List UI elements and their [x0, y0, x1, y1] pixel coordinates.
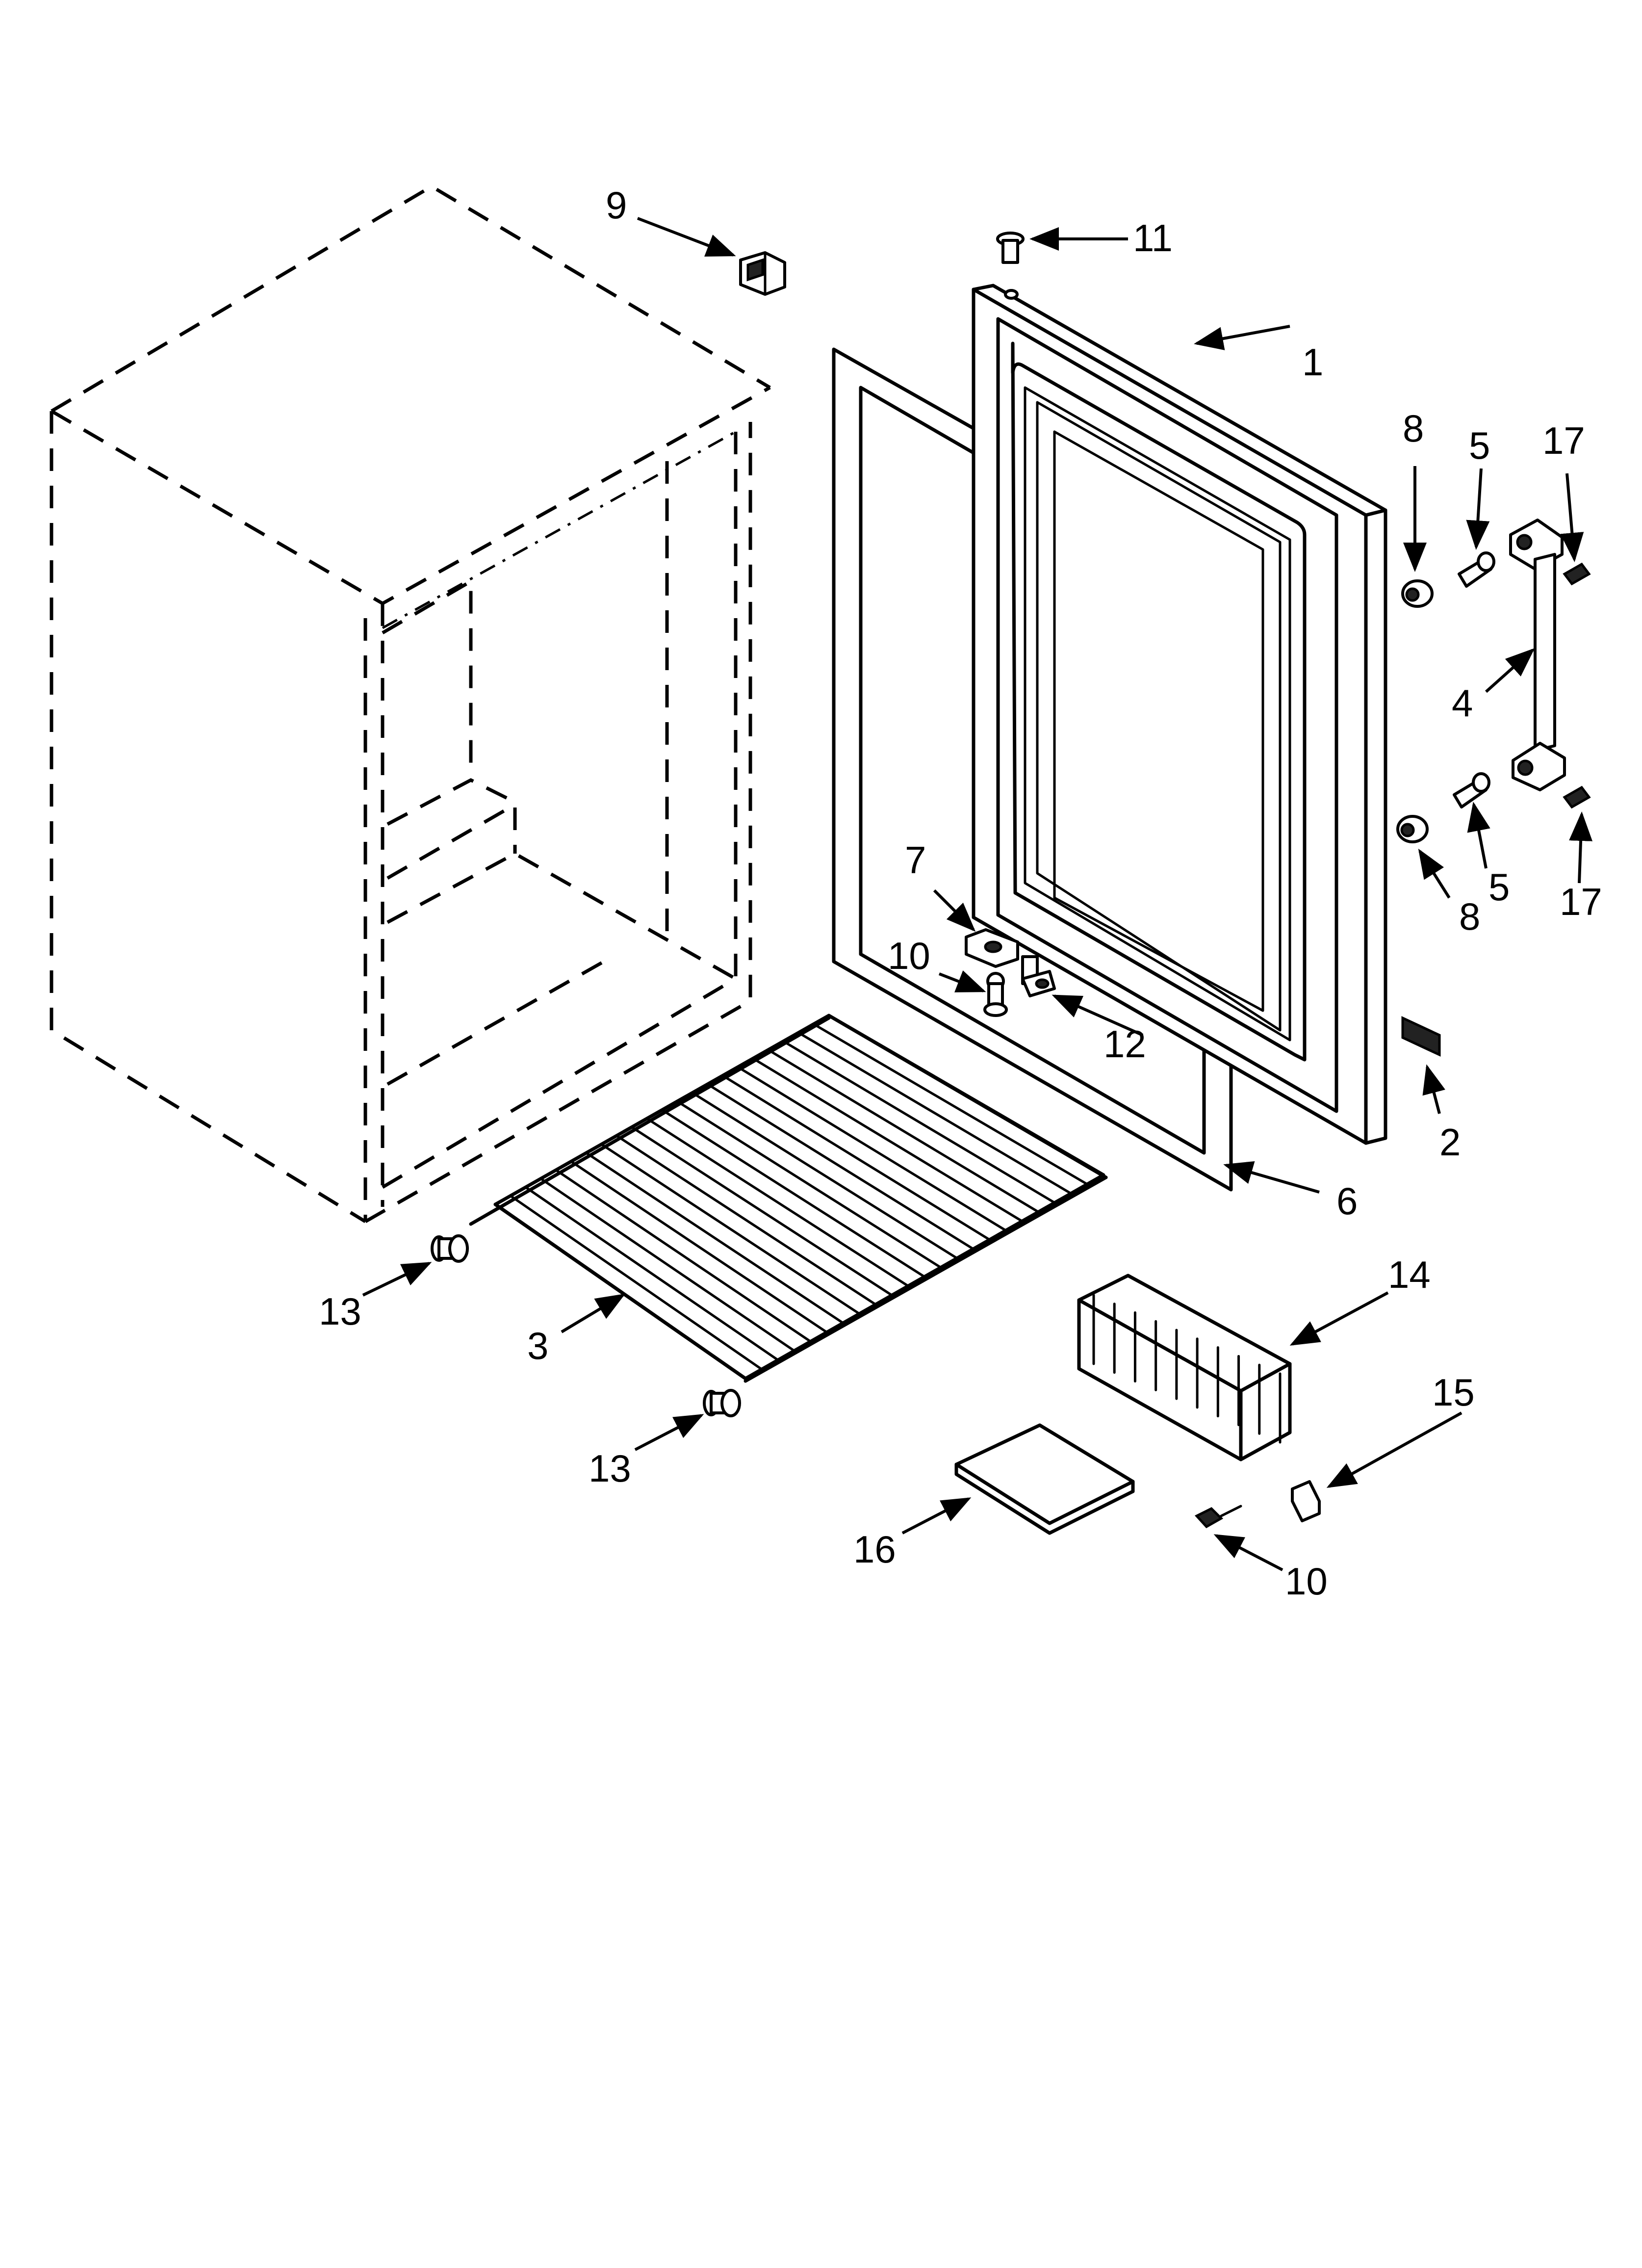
- shelf-support-left: [431, 1234, 469, 1263]
- handle-bumper-lower: [1396, 815, 1429, 843]
- callout-10-lower: 10: [1285, 1560, 1328, 1603]
- hinge-pin-bracket-part: [1021, 955, 1056, 997]
- bracket-screw-part: [983, 972, 1008, 1017]
- hinge-clip-part: [739, 251, 786, 296]
- callout-5-lower: 5: [1488, 865, 1510, 909]
- cabinet-outline: [50, 184, 771, 1224]
- callout-16: 16: [853, 1528, 896, 1571]
- callout-13-right: 13: [589, 1447, 631, 1490]
- callout-15: 15: [1432, 1371, 1475, 1414]
- set-screw-lower: [1563, 785, 1591, 809]
- callout-leaders: [362, 217, 1593, 1571]
- callout-17-upper: 17: [1542, 419, 1585, 462]
- callout-12: 12: [1103, 1022, 1146, 1066]
- callout-11: 11: [1133, 216, 1173, 260]
- basket-clip-part: [1291, 1480, 1321, 1522]
- callout-7: 7: [905, 838, 926, 882]
- clip-screw-part: [1194, 1505, 1242, 1529]
- callout-3: 3: [527, 1324, 548, 1367]
- set-screw-upper: [1563, 562, 1591, 586]
- door-handle-part: [1509, 519, 1566, 791]
- hinge-bracket-part: [965, 928, 1019, 968]
- callout-8-upper: 8: [1403, 407, 1424, 450]
- shelf-support-right: [703, 1389, 741, 1417]
- wire-basket-part: [1077, 1274, 1292, 1461]
- rating-label-part: [1401, 1016, 1441, 1057]
- callout-17-lower: 17: [1560, 880, 1602, 923]
- callout-9: 9: [606, 183, 627, 227]
- callout-8-lower: 8: [1459, 895, 1480, 938]
- handle-bumper-upper: [1401, 579, 1434, 608]
- handle-screw-lower: [1453, 772, 1490, 808]
- callout-6: 6: [1336, 1179, 1358, 1223]
- callout-1: 1: [1302, 340, 1323, 384]
- handle-screw-upper: [1458, 551, 1495, 588]
- callout-10-upper: 10: [888, 934, 930, 977]
- callout-14: 14: [1388, 1253, 1431, 1296]
- callout-4: 4: [1452, 681, 1473, 725]
- door-panel: [972, 284, 1387, 1145]
- basket-divider-part: [954, 1423, 1135, 1535]
- hinge-pin-part: [996, 232, 1025, 300]
- wire-shelf: [469, 1014, 1108, 1383]
- callout-2: 2: [1439, 1121, 1461, 1164]
- callout-13-left: 13: [319, 1290, 361, 1333]
- callout-5-upper: 5: [1469, 424, 1490, 467]
